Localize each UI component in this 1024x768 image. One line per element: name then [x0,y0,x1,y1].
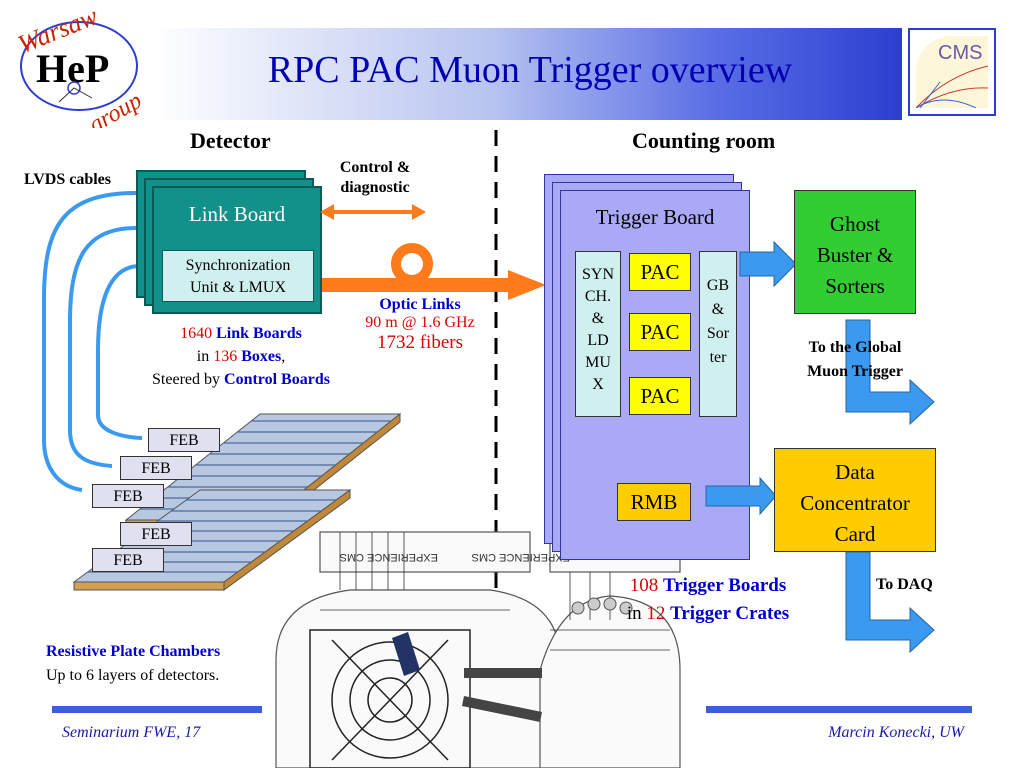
slide-title: RPC PAC Muon Trigger overview [267,49,793,91]
sync-line: MU [585,354,611,371]
cms-logo-text: CMS [938,42,983,64]
footer-rule-right [706,706,972,713]
cms-logo: CMS [908,28,996,116]
arrow-to-daq [845,551,935,654]
rpc-chambers [72,412,402,591]
sync-unit-line-1: Synchronization [185,257,291,274]
optic-links-label: Optic Links [379,296,461,313]
ghost-buster-sorters: Ghost Buster & Sorters [794,190,916,314]
dcc-line: Card [834,522,876,546]
feb-label: FEB [120,522,192,546]
optic-links-info: Optic Links 90 m @ 1.6 GHz 1732 fibers [330,296,510,354]
trigger-board-name: Trigger Boards [662,575,787,596]
fibers-label: 1732 fibers [376,332,463,353]
control-boards-name: Control Boards [224,371,330,388]
pac-chip-3: PAC [629,377,691,415]
steered-label: Steered by [152,371,221,388]
link-board-count: 1640 [180,325,213,342]
data-concentrator-card: Data Concentrator Card [774,448,936,552]
crate-name: Trigger Crates [670,603,790,624]
detector-heading: Detector [190,128,271,153]
trigger-in-label: in [626,603,642,624]
ghost-line: Ghost [829,212,881,236]
output-arrows [705,240,935,654]
to-global-label: To the Global Muon Trigger [780,336,930,384]
sync-line: X [592,376,604,393]
rpc-title: Resistive Plate Chambers [46,643,221,660]
drawing-text-left: EXPERIENCE CMS [340,551,438,563]
footer-rule-left [52,706,262,713]
logo-letters: HeP [36,46,109,91]
sync-line: CH. [584,288,612,305]
cms-tracks-icon [916,65,988,108]
optic-speed-label: 90 m @ 1.6 GHz [365,314,475,331]
dcc-line: Data [835,460,875,484]
trigger-board-title: Trigger Board [595,205,715,229]
cms-logo-background: CMS [916,36,988,108]
link-board-title: Link Board [188,202,286,226]
pac-chip-1: PAC [629,253,691,291]
feb-label: FEB [148,428,220,452]
box-count: 136 [213,348,238,365]
ghost-line: Buster & [816,243,894,267]
box-comma: , [281,348,286,365]
link-board-stats: 1640 Link Boards in 136 Boxes, Steered b… [116,322,366,391]
gb-line: GB [706,277,730,294]
rmb-chip: RMB [617,483,691,521]
to-daq-label: To DAQ [876,576,933,593]
hep-logo: Warsaw HeP group [14,2,146,128]
ghost-line: Sorters [825,274,885,298]
trigger-board-count: 108 [629,575,659,596]
control-arrow [320,204,426,220]
lvds-cables-label: LVDS cables [24,171,111,188]
optic-link-arrow [322,243,546,300]
link-board: Link Board Synchronization Unit & LMUX [152,186,322,314]
rpc-caption: Resistive Plate Chambers Up to 6 layers … [46,640,220,688]
sync-unit-box: Synchronization Unit & LMUX [162,250,314,302]
arrow-to-global-trigger [845,319,935,426]
to-global-line-2: Muon Trigger [807,363,903,380]
arrow-from-rmb [705,476,777,516]
sync-unit-line-2: Unit & LMUX [190,279,286,296]
control-diagnostic-label: Control & diagnostic [339,159,411,196]
rpc-subtitle: Up to 6 layers of detectors. [46,667,220,684]
feb-label: FEB [92,548,164,572]
sync-line: LD [587,332,609,349]
footer-right-text: Marcin Konecki, UW [828,724,964,741]
gb-line: ter [709,349,727,366]
ghost-buster-sorter-column: GB & Sor ter [699,251,737,417]
to-global-line-1: To the Global [808,339,902,356]
gb-line: & [711,301,725,318]
sync-line: SYN [581,266,614,283]
counting-room-heading: Counting room [632,128,776,153]
sync-lmux-column: SYN CH. & LD MU X [575,251,621,417]
section-divider [494,130,498,690]
pac-chip-2: PAC [629,313,691,351]
dcc-line: Concentrator [800,491,910,515]
sync-line: & [591,310,605,327]
title-bar [152,28,902,120]
arrow-to-ghost-buster [739,240,797,288]
gb-line: Sor [706,325,730,342]
crate-count: 12 [646,603,666,624]
footer-left-text: Seminarium FWE, 17 [62,724,201,741]
feb-label: FEB [120,456,192,480]
trigger-board-stats: 108 Trigger Boards in 12 Trigger Crates [598,572,818,628]
link-board-name: Link Boards [216,325,302,342]
feb-label: FEB [92,484,164,508]
box-name: Boxes [241,348,282,365]
link-in-label: in [196,348,210,365]
drawing-text-right: EXPERIENCE CMS [472,551,570,563]
